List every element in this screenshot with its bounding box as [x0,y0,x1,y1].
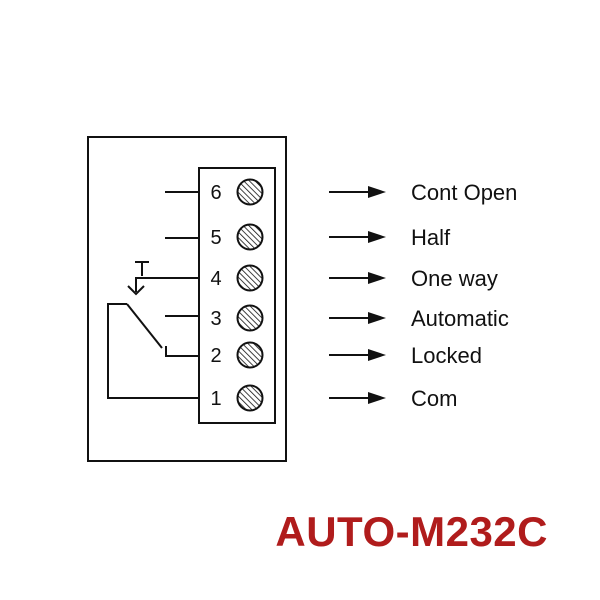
terminal-number: 5 [210,227,221,249]
terminal-row-2: 2 Locked [210,341,482,369]
screw-terminal-icon [236,223,264,251]
terminal-number: 2 [210,345,221,367]
terminal-row-3: 3 Automatic [210,304,509,332]
terminal-number: 6 [210,182,221,204]
terminal-function-label: Automatic [411,306,509,331]
model-title: AUTO-M232C [275,508,548,555]
arrow-head-icon [368,349,386,361]
terminal-number: 3 [210,308,221,330]
arrow-head-icon [368,231,386,243]
arrow-head-icon [368,392,386,404]
device-housing [87,136,287,462]
screw-terminal-icon [236,264,264,292]
terminal-row-5: 5 Half [210,223,451,251]
screw-terminal-icon [236,384,264,412]
arrow-head-icon [368,272,386,284]
terminal-function-label: One way [411,266,498,291]
internal-wiring [107,191,199,399]
terminal-row-4: 4 One way [210,264,498,292]
screw-terminal-icon [236,178,264,206]
terminal-number: 1 [210,388,221,410]
terminal-function-label: Locked [411,343,482,368]
screw-terminal-icon [236,341,264,369]
terminal-row-6: 6 Cont Open [210,178,517,206]
terminal-block [198,167,276,424]
terminal-function-label: Com [411,386,457,411]
terminal-row-1: 1 Com [210,384,457,412]
terminal-function-label: Cont Open [411,180,517,205]
arrow-head-icon [368,312,386,324]
arrow-head-icon [368,186,386,198]
terminal-number: 4 [210,268,221,290]
screw-terminal-icon [236,304,264,332]
terminal-function-label: Half [411,225,451,250]
